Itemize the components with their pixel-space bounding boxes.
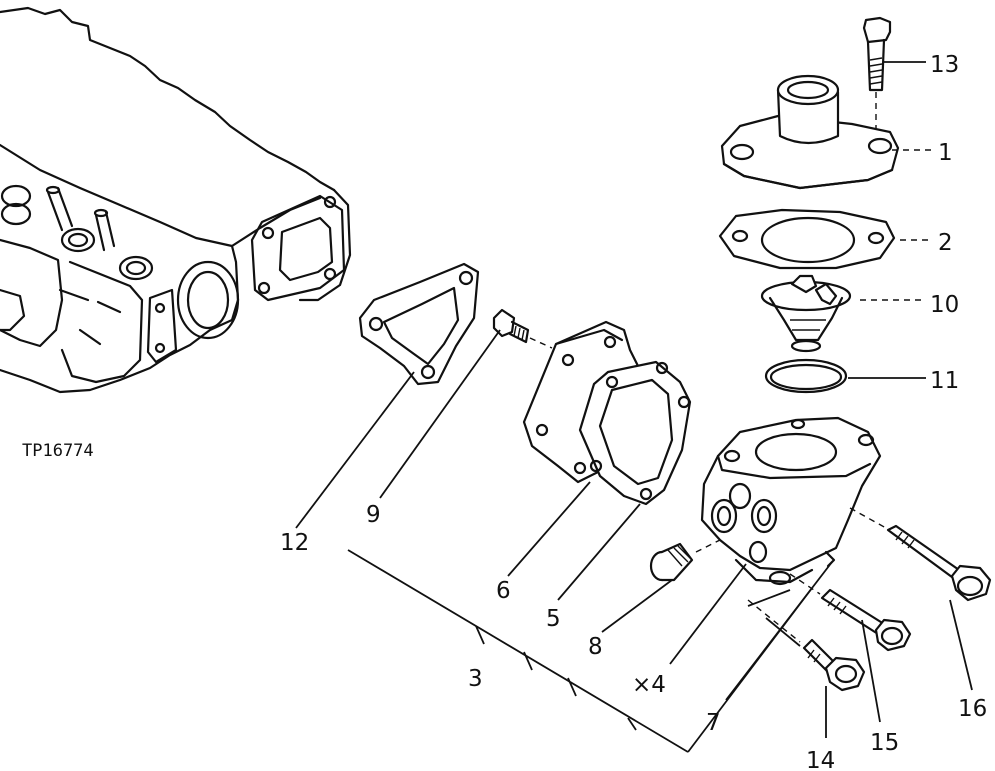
- callout-7: 7: [706, 710, 721, 736]
- part-2-gasket: [718, 208, 896, 270]
- callout-16: 16: [958, 696, 987, 722]
- part-13-cap-screw: [862, 16, 892, 138]
- part-12-gasket: [358, 262, 480, 386]
- part-1-water-outlet: [720, 74, 900, 190]
- callout-15: 15: [870, 730, 899, 756]
- callout-5: 5: [546, 606, 561, 632]
- callout-labels: 13 1 2 10 11 12 9 6 5 8 3 ×4 7 14 15 16: [280, 52, 987, 771]
- callout-1: 1: [938, 140, 953, 166]
- callout-9: 9: [366, 502, 381, 528]
- part-5-gasket: [578, 360, 692, 506]
- engine-cylinder-head: [0, 6, 352, 394]
- part-10-thermostat: [760, 274, 852, 353]
- callout-2: 2: [938, 230, 953, 256]
- figure-id-label: TP16774: [22, 441, 94, 461]
- part-16-cap-screw: [849, 507, 992, 602]
- callout-3: 3: [468, 666, 483, 692]
- part-14-cap-screw: [747, 599, 866, 692]
- callout-12: 12: [280, 530, 309, 556]
- part-9-plug: [492, 308, 553, 349]
- callout-13: 13: [930, 52, 959, 78]
- callout-6: 6: [496, 578, 511, 604]
- callout-4: ×4: [632, 672, 666, 698]
- callout-8: 8: [588, 634, 603, 660]
- part-4-thermostat-housing: [700, 416, 882, 586]
- callout-10: 10: [930, 292, 959, 318]
- callout-14: 14: [806, 748, 835, 771]
- part-8-pipe-plug: [649, 539, 721, 582]
- part-11-o-ring: [764, 358, 848, 394]
- callout-11: 11: [930, 368, 959, 394]
- part-15-cap-screw: [789, 573, 912, 652]
- leader-lines: [295, 61, 973, 753]
